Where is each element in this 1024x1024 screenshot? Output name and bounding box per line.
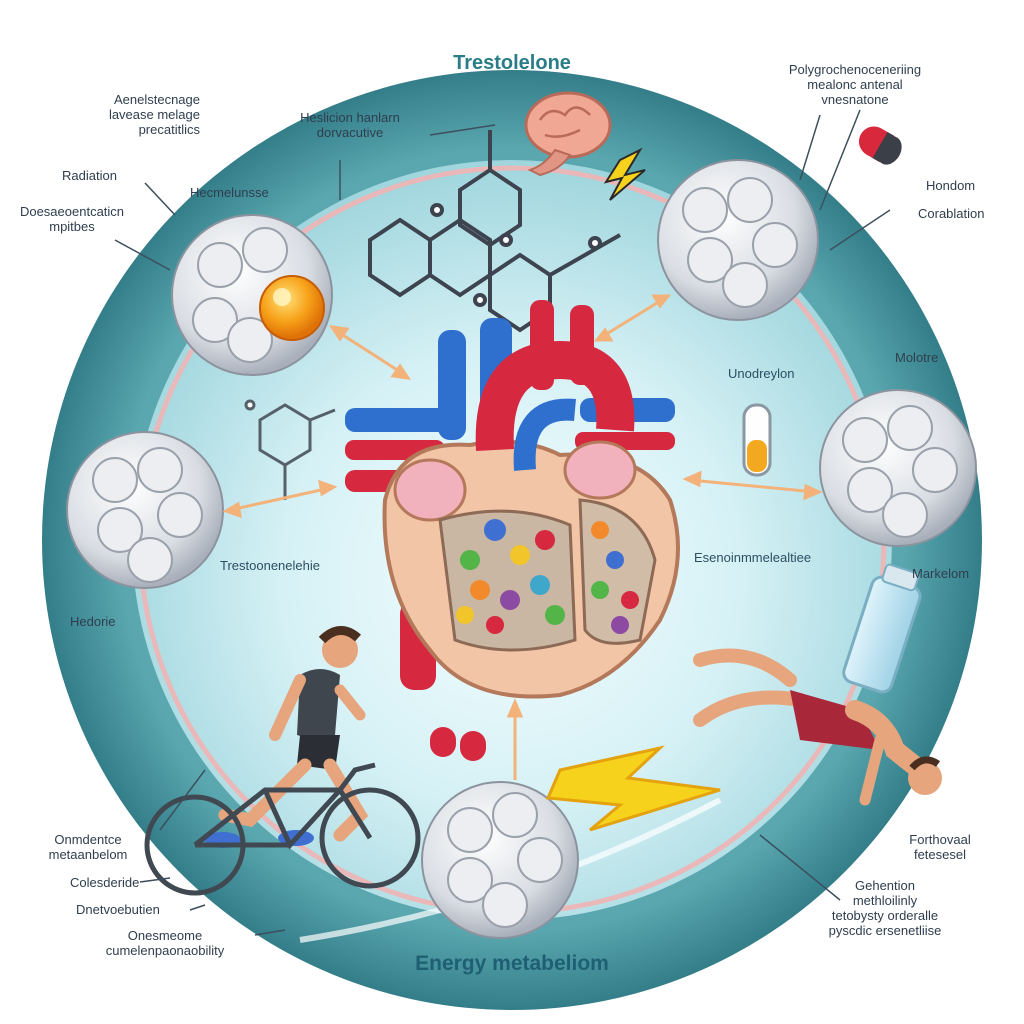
- label-line: Doesaeoentcaticn: [19, 204, 125, 219]
- label-radiation: Radiation: [62, 168, 117, 183]
- label-line: Forthovaal: [909, 832, 971, 847]
- nutrient-particles: [456, 519, 639, 634]
- molecule-icon: [368, 130, 621, 333]
- heart-illustration: [345, 300, 680, 699]
- label-dnetvo: Dnetvoebutien: [76, 902, 160, 917]
- lightning-icon: [545, 745, 721, 832]
- label-line: fetesesel: [913, 847, 967, 862]
- label-orndense: Onmdentce metaanbelom: [28, 832, 148, 862]
- label-onesmeone: Onesmeome cumelenpaonaobility: [70, 928, 260, 958]
- label-corablation: Corablation: [918, 206, 985, 221]
- label-line: Heslicion hanlarn: [300, 110, 400, 125]
- label-top-left-note: Aenelstecnage lavease melage precatitlic…: [60, 92, 200, 137]
- label-line: precatitlics: [138, 122, 200, 137]
- stone-cluster-bottom: [421, 781, 579, 939]
- label-molotre: Molotre: [895, 350, 939, 365]
- label-hondom: Hondom: [926, 178, 976, 193]
- label-genention: Gehention methloilinly tetobysty orderal…: [800, 878, 970, 938]
- label-line: Polygrochenoceneriing: [788, 62, 922, 77]
- stone-cluster-top-left: [171, 214, 333, 376]
- label-line: metaanbelom: [48, 847, 128, 862]
- water-bottle-icon: [842, 563, 922, 694]
- label-line: mealonc antenal: [807, 77, 903, 92]
- lightning-icon-small: [603, 147, 646, 201]
- label-line: Onmdentce: [54, 832, 122, 847]
- label-line: lavease melage: [108, 107, 200, 122]
- label-line: pyscdic ersenetliise: [828, 923, 942, 938]
- label-line: Onesmeome: [127, 928, 203, 943]
- label-esenoi: Esenoinmmelealtiee: [694, 550, 812, 565]
- label-line: tetobysty orderalle: [831, 908, 939, 923]
- capsule-icon-red: [430, 727, 486, 761]
- label-line: methloilinly: [852, 893, 918, 908]
- label-colesteride: Colesderide: [70, 875, 140, 890]
- label-unodrey: Unodreylon: [728, 366, 795, 381]
- label-line: mpitbes: [49, 219, 95, 234]
- label-markelom: Markelom: [912, 566, 970, 581]
- label-heart-note: Heslicion hanlarn dorvacutive: [270, 110, 430, 140]
- double-arrows: [222, 294, 823, 780]
- label-decontamination: Doesaeoentcaticn mpitbes: [12, 204, 132, 234]
- leader-lines: [114, 109, 891, 936]
- diagram-footer-title: Energy metabeliom: [415, 952, 609, 975]
- label-line: cumelenpaonaobility: [105, 943, 225, 958]
- label-line: Aenelstecnage: [113, 92, 200, 107]
- label-top-right-note: Polygrochenoceneriing mealonc antenal vn…: [770, 62, 940, 107]
- label-tresto-inner: Trestoonenelehie: [220, 558, 320, 573]
- label-fortheval: Forthovaal fetesesel: [880, 832, 1000, 862]
- label-line: vnesnatone: [821, 92, 889, 107]
- capsule-icon: [858, 126, 902, 165]
- diagram-title: Trestolelone: [453, 52, 571, 74]
- test-tube-icon: [742, 403, 772, 477]
- brain-icon: [524, 91, 612, 177]
- label-line: dorvacutive: [316, 125, 384, 140]
- stone-cluster-left: [66, 431, 224, 589]
- stone-cluster-right: [819, 389, 977, 547]
- molecule-icon-left: [244, 399, 336, 500]
- swimmer-icon: [693, 648, 942, 806]
- label-hormone-left: Hecmelunsse: [190, 185, 269, 200]
- stone-cluster-top-right: [657, 159, 819, 321]
- label-line: Gehention: [855, 878, 915, 893]
- bicycle-icon: [144, 762, 421, 896]
- label-hedorie: Hedorie: [70, 614, 116, 629]
